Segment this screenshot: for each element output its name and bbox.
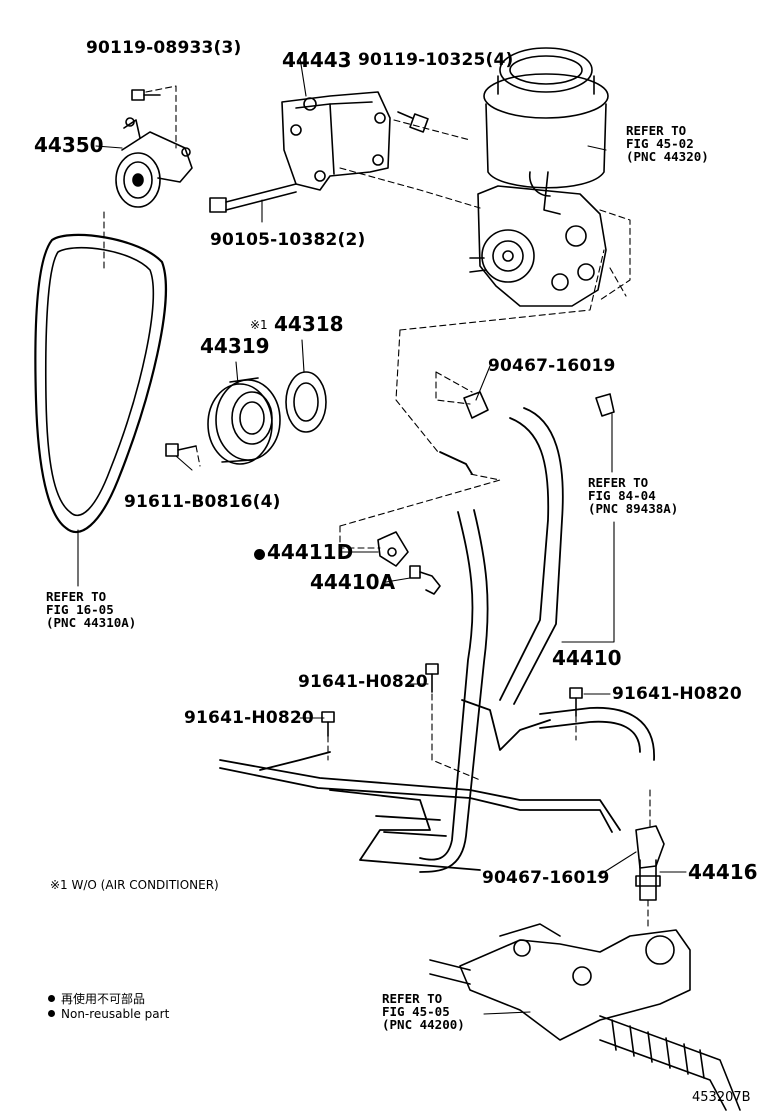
bolt-91641-h0820-mid bbox=[425, 663, 439, 693]
crankshaft-pulley-44319 bbox=[207, 377, 281, 465]
label-44410a: 44410A bbox=[310, 570, 396, 594]
idler-pulley-44350 bbox=[115, 117, 193, 208]
refer-fig-45-02-line1: REFER TO bbox=[626, 123, 687, 138]
bolt-44410a bbox=[409, 565, 441, 595]
clamp-44411d bbox=[377, 531, 409, 567]
label-90119-10325: 90119-10325(4) bbox=[358, 50, 514, 70]
clip-90467-16019-top bbox=[463, 391, 489, 419]
refer-fig-16-05-line3: (PNC 44310A) bbox=[46, 615, 137, 630]
refer-fig-45-02-line3: (PNC 44320) bbox=[626, 149, 709, 164]
label-44319: 44319 bbox=[200, 334, 270, 358]
label-44416: 44416 bbox=[688, 860, 758, 884]
bolt-91641-h0820-right bbox=[569, 687, 583, 717]
refer-fig-45-02-line2: FIG 45-02 bbox=[626, 136, 694, 151]
refer-fig-84-04: REFER TO FIG 84-04 (PNC 89438A) bbox=[588, 476, 678, 515]
bolt-90119-10325 bbox=[397, 111, 429, 133]
label-90467-16019-top: 90467-16019 bbox=[488, 356, 616, 376]
non-reusable-dot bbox=[254, 549, 265, 560]
label-44318: 44318 bbox=[274, 312, 344, 336]
label-44411d: 44411D bbox=[254, 540, 353, 564]
label-91611-b0816: 91611-B0816(4) bbox=[124, 492, 281, 512]
label-91641-h0820-left: 91641-H0820 bbox=[184, 708, 314, 728]
bolt-91611-b0816 bbox=[165, 443, 197, 457]
reservoir-tank bbox=[483, 47, 609, 197]
plate-44318 bbox=[285, 371, 327, 433]
label-90467-16019-bottom: 90467-16019 bbox=[482, 868, 610, 888]
label-91641-h0820-mid: 91641-H0820 bbox=[298, 672, 428, 692]
vane-pump bbox=[469, 171, 607, 307]
label-44410: 44410 bbox=[552, 646, 622, 670]
bracket-44443 bbox=[281, 91, 391, 191]
hose-assembly-44410 bbox=[219, 407, 655, 873]
label-44443: 44443 bbox=[282, 48, 352, 72]
refer-fig-16-05-line2: FIG 16-05 bbox=[46, 602, 114, 617]
label-90119-08933: 90119-08933(3) bbox=[86, 38, 242, 58]
refer-fig-45-05: REFER TO FIG 45-05 (PNC 44200) bbox=[382, 992, 465, 1031]
refer-fig-45-05-line1: REFER TO bbox=[382, 991, 443, 1006]
refer-fig-45-05-line3: (PNC 44200) bbox=[382, 1017, 465, 1032]
label-91641-h0820-right: 91641-H0820 bbox=[612, 684, 742, 704]
union-44416 bbox=[635, 859, 661, 901]
bolt-91641-h0820-left bbox=[321, 711, 335, 737]
legend-japanese: 再使用不可部品 bbox=[48, 990, 145, 1007]
bolt-90119-08933 bbox=[131, 89, 161, 101]
legend-english: Non-reusable part bbox=[48, 1007, 169, 1021]
label-90105-10382: 90105-10382(2) bbox=[210, 230, 366, 250]
refer-fig-84-04-line3: (PNC 89438A) bbox=[588, 501, 679, 516]
drive-belt bbox=[34, 233, 167, 534]
legend-japanese-text: 再使用不可部品 bbox=[61, 992, 146, 1006]
label-mark-ac: ※1 bbox=[250, 318, 268, 332]
note-without-ac: ※1 W/O (AIR CONDITIONER) bbox=[50, 878, 219, 892]
legend-dot-jp bbox=[48, 995, 55, 1002]
figure-number: 453207B bbox=[692, 1090, 751, 1105]
refer-fig-84-04-line1: REFER TO bbox=[588, 475, 649, 490]
refer-fig-45-02: REFER TO FIG 45-02 (PNC 44320) bbox=[626, 124, 709, 163]
refer-fig-45-05-line2: FIG 45-05 bbox=[382, 1004, 450, 1019]
steering-gear-housing bbox=[429, 923, 741, 1111]
refer-fig-84-04-line2: FIG 84-04 bbox=[588, 488, 656, 503]
fitting-upper bbox=[595, 393, 615, 417]
label-44350: 44350 bbox=[34, 133, 104, 157]
drive-belt-inner bbox=[44, 246, 155, 517]
long-bolt-90105-10382 bbox=[209, 183, 297, 213]
legend-dot-en bbox=[48, 1010, 55, 1017]
label-44411d-text: 44411D bbox=[267, 540, 354, 564]
refer-fig-16-05: REFER TO FIG 16-05 (PNC 44310A) bbox=[46, 590, 136, 629]
legend-english-text: Non-reusable part bbox=[61, 1007, 170, 1021]
refer-fig-16-05-line1: REFER TO bbox=[46, 589, 107, 604]
